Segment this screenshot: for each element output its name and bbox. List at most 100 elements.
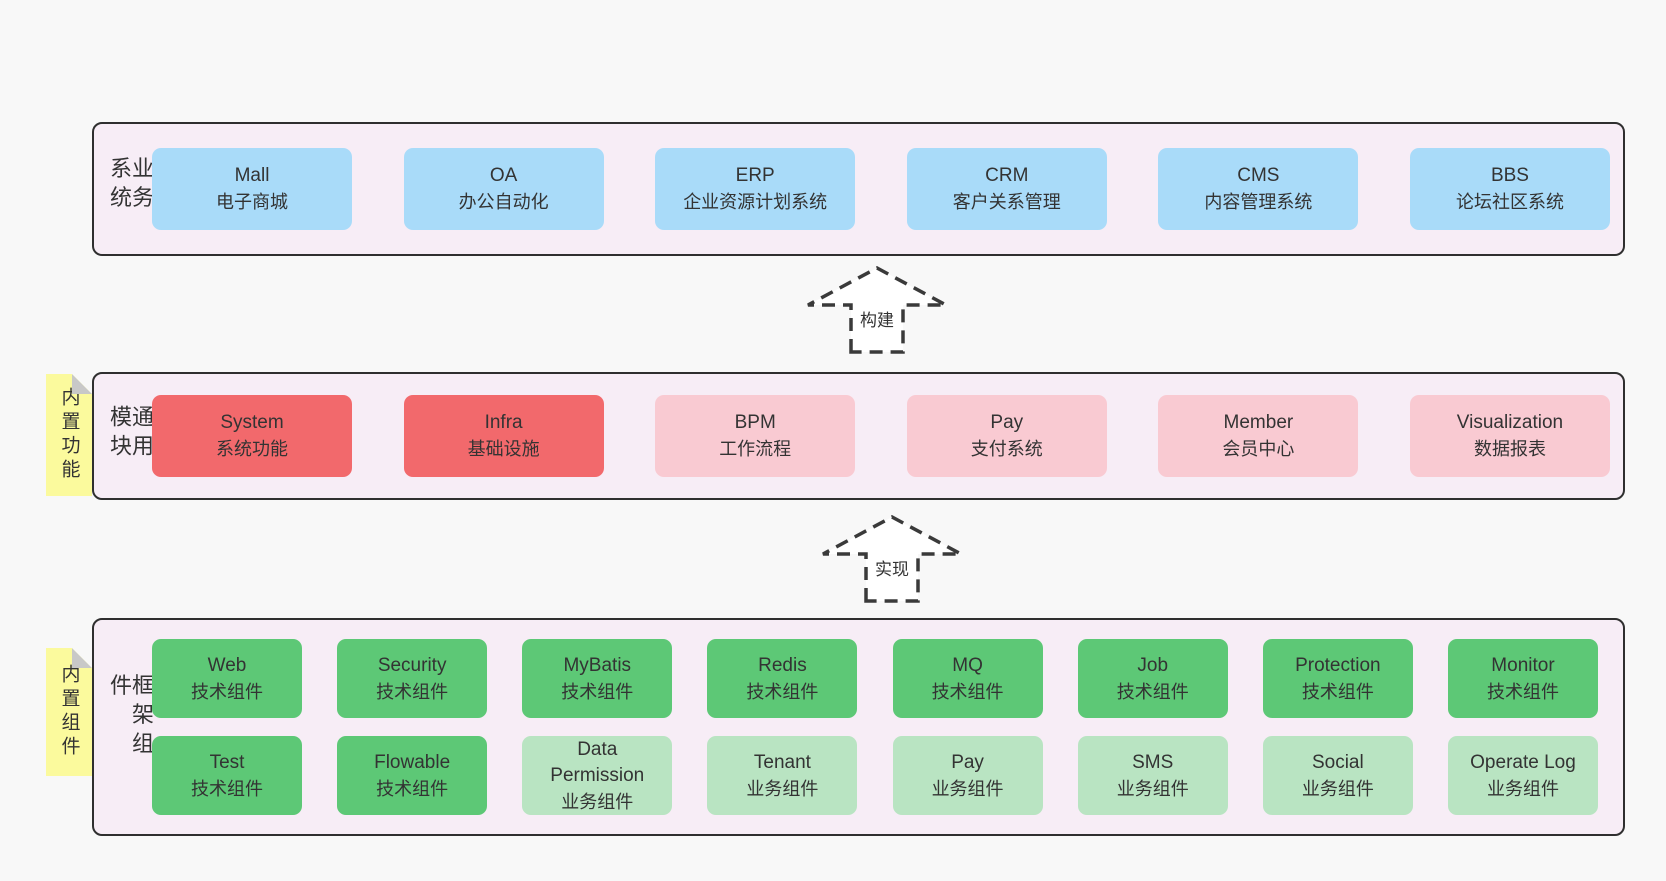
box-system: System 系统功能 (152, 395, 352, 477)
band-rows: Mall 电子商城 OA 办公自动化 ERP 企业资源计划系统 CRM 客户关系管理 CMS 内容… (152, 124, 1610, 254)
box-title: Pay (990, 412, 1024, 433)
box-mall: Mall 电子商城 (152, 148, 352, 230)
box-subtitle: 业务组件 (561, 791, 634, 812)
box-oa: OA 办公自动化 (403, 148, 604, 230)
band-business-systems: 业务系统 Mall 电子商城 OA 办公自动化 ERP 企业资源计划系统 CRM 客户关系管理… (92, 122, 1625, 256)
box-data-permission: Data Permission 业务组件 (522, 736, 673, 815)
box-title: Mall (234, 165, 270, 186)
box-erp: ERP 企业资源计划系统 (655, 148, 856, 230)
box-subtitle: 技术组件 (191, 681, 263, 702)
box-title: BBS (1490, 165, 1529, 186)
sticky-note-built-in-features: 内置功能 (46, 374, 92, 496)
box-subtitle: 业务组件 (1486, 778, 1559, 799)
box-title: OA (489, 165, 518, 186)
box-title: Monitor (1491, 654, 1555, 676)
box-title: Infra (484, 412, 523, 433)
box-subtitle: 技术组件 (1301, 681, 1374, 702)
box-test: Test 技术组件 (152, 736, 302, 815)
box-title: Flowable (374, 751, 451, 773)
box-title: CMS (1237, 165, 1280, 186)
box-subtitle: 会员中心 (1222, 439, 1295, 459)
box-title: BPM (734, 412, 776, 433)
box-subtitle: 企业资源计划系统 (683, 192, 828, 212)
implement-arrow-label: 实现 (871, 555, 913, 580)
box-title: Test (209, 751, 245, 773)
band-side-label: 通用模块 (107, 405, 154, 463)
box-title: Visualization (1456, 412, 1564, 433)
box-title: CRM (985, 165, 1029, 186)
box-title: MQ (952, 654, 983, 676)
box-mq: MQ 技术组件 (892, 639, 1043, 718)
sticky-note-built-in-components: 内置组件 (46, 648, 92, 776)
box-job: Job 技术组件 (1077, 639, 1228, 718)
box-subtitle: 业务组件 (1116, 778, 1189, 799)
box-subtitle: 系统功能 (216, 439, 288, 459)
box-subtitle: 内容管理系统 (1204, 192, 1313, 212)
box-operate-log: Operate Log 业务组件 (1447, 736, 1598, 815)
box-title: MyBatis (563, 654, 632, 676)
box-title: ERP (735, 165, 775, 186)
box-title: Tenant (753, 751, 811, 773)
box-subtitle: 工作流程 (719, 439, 792, 459)
box-title: System (220, 412, 284, 433)
band-side-label: 框架组件 (107, 673, 154, 761)
box-title: Data Permission (550, 738, 645, 786)
box-pay: Pay 支付系统 (906, 395, 1107, 477)
box-subtitle: 电子商城 (216, 192, 288, 212)
box-bpm: BPM 工作流程 (655, 395, 856, 477)
box-subtitle: 技术组件 (561, 681, 634, 702)
box-visualization: Visualization 数据报表 (1409, 395, 1610, 477)
box-web: Web 技术组件 (152, 639, 302, 718)
box-row: Mall 电子商城 OA 办公自动化 ERP 企业资源计划系统 CRM 客户关系管理 CMS 内容… (152, 148, 1610, 230)
box-title: Web (207, 654, 247, 676)
box-subtitle: 技术组件 (746, 681, 819, 702)
box-subtitle: 技术组件 (931, 681, 1004, 702)
box-monitor: Monitor 技术组件 (1447, 639, 1598, 718)
box-subtitle: 支付系统 (970, 439, 1043, 459)
box-mybatis: MyBatis 技术组件 (522, 639, 673, 718)
box-subtitle: 业务组件 (1301, 778, 1374, 799)
box-subtitle: 论坛社区系统 (1455, 192, 1564, 212)
box-crm: CRM 客户关系管理 (906, 148, 1107, 230)
note-text: 内置功能 (58, 387, 80, 483)
box-row: Test 技术组件 Flowable 技术组件 Data Permission 业务组件 T… (152, 736, 1598, 815)
box-title: Member (1223, 412, 1294, 433)
note-fold-corner (72, 374, 92, 394)
box-bbs: BBS 论坛社区系统 (1409, 148, 1610, 230)
box-flowable: Flowable 技术组件 (337, 736, 488, 815)
box-subtitle: 技术组件 (376, 778, 449, 799)
box-title: Job (1137, 654, 1169, 676)
box-cms: CMS 内容管理系统 (1158, 148, 1359, 230)
box-subtitle: 数据报表 (1473, 439, 1546, 459)
box-title: SMS (1132, 751, 1174, 773)
box-subtitle: 客户关系管理 (952, 192, 1061, 212)
build-arrow-label: 构建 (856, 306, 898, 331)
note-fold-corner (72, 648, 92, 668)
box-sms: SMS 业务组件 (1077, 736, 1228, 815)
box-title: Social (1311, 751, 1364, 773)
band-side-label: 业务系统 (107, 156, 154, 215)
box-subtitle: 技术组件 (1486, 681, 1559, 702)
box-subtitle: 业务组件 (931, 778, 1004, 799)
box-social: Social 业务组件 (1262, 736, 1413, 815)
box-subtitle: 技术组件 (191, 778, 263, 799)
box-title: Operate Log (1470, 751, 1576, 773)
note-text: 内置组件 (58, 664, 80, 760)
box-subtitle: 办公自动化 (458, 192, 549, 212)
box-member: Member 会员中心 (1158, 395, 1359, 477)
box-subtitle: 技术组件 (1116, 681, 1189, 702)
box-title: Security (377, 654, 447, 676)
